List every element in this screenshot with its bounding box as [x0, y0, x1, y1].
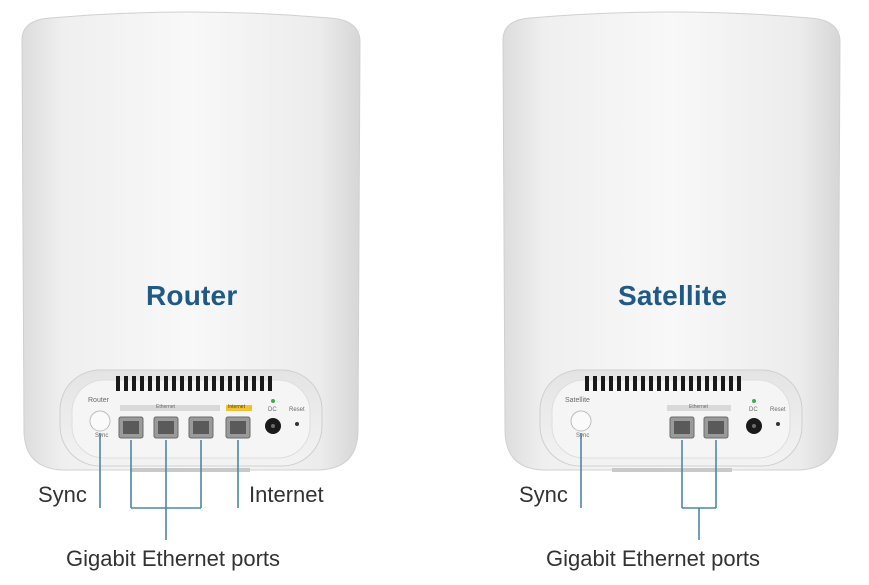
- satellite-reset-label: Reset: [770, 407, 786, 413]
- router-ethernet-ports: [118, 416, 214, 439]
- router-title: Router: [146, 280, 238, 311]
- satellite-sync-callout: Sync: [519, 482, 568, 507]
- satellite-reset-hole[interactable]: [776, 422, 780, 426]
- router-ports-callout: Gigabit Ethernet ports: [66, 546, 281, 571]
- satellite-unit: [502, 11, 841, 472]
- router-internet-label: Internet: [228, 404, 245, 410]
- router-reset-label: Reset: [289, 407, 305, 413]
- router-reset-hole[interactable]: [295, 422, 299, 426]
- satellite-vents: [585, 376, 741, 391]
- router-vents: [116, 376, 272, 391]
- satellite-ports-callout: Gigabit Ethernet ports: [546, 546, 761, 571]
- satellite-dc-label: DC: [749, 407, 758, 413]
- router-button-label: Router: [88, 397, 110, 404]
- router-sync-button[interactable]: [89, 410, 111, 432]
- router-unit: [21, 11, 361, 472]
- router-sync-callout: Sync: [38, 482, 87, 507]
- satellite-title: Satellite: [618, 280, 728, 311]
- router-internet-callout: Internet: [249, 482, 324, 507]
- satellite-ethernet-label: Ethernet: [689, 404, 708, 410]
- satellite-dc-led: [752, 399, 756, 403]
- router-ethernet-label: Ethernet: [156, 404, 175, 410]
- satellite-button-label: Satellite: [565, 397, 590, 404]
- router-dc-label: DC: [268, 407, 277, 413]
- router-sync-label: Sync: [95, 433, 109, 439]
- satellite-sync-button[interactable]: [570, 410, 592, 432]
- router-dc-led: [271, 399, 275, 403]
- satellite-sync-label: Sync: [576, 433, 590, 439]
- satellite-callout-lines: [580, 433, 717, 540]
- router-internet-port: [225, 416, 251, 439]
- satellite-ethernet-ports: [669, 416, 729, 439]
- router-callout-lines: [99, 433, 239, 540]
